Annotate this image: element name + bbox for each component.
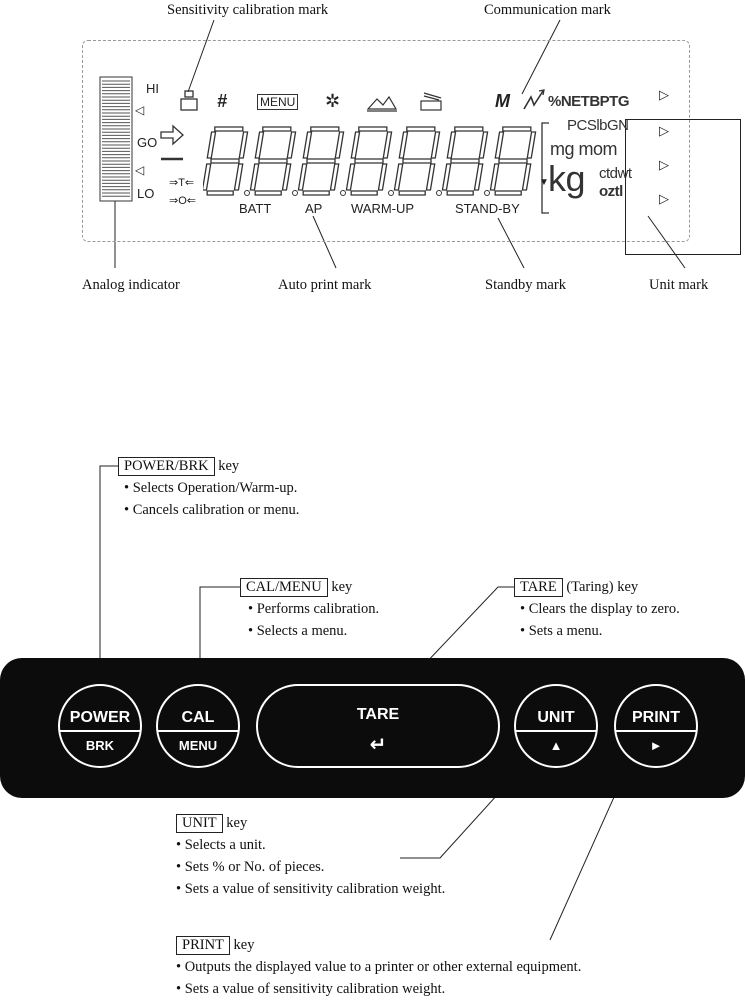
- unit-item-2: Sets % or No. of pieces.: [184, 859, 325, 875]
- communication-icon: [523, 89, 545, 110]
- digit: [345, 126, 393, 196]
- go-arrow-icon: [160, 124, 184, 161]
- digit: [489, 126, 537, 196]
- print-button-label: PRINT: [632, 709, 680, 726]
- power-button[interactable]: POWER BRK: [58, 684, 142, 768]
- digit: [297, 126, 345, 196]
- leader-communication: [521, 19, 561, 95]
- digit: [441, 126, 489, 196]
- unit-key-desc: UNIT key • Selects a unit. • Sets % or N…: [176, 814, 446, 897]
- unit-item-1: Selects a unit.: [184, 837, 266, 853]
- lcd-display: HI ◁ GO ◁ LO ⇒T⇐ ⇒O⇐ # MENU ✲ M BATT AP …: [82, 40, 741, 255]
- print-item-2: Sets a value of sensitivity calibration …: [184, 981, 446, 997]
- tare-key-desc: TARE (Taring) key • Clears the display t…: [514, 576, 680, 642]
- leader-tare: [403, 586, 514, 687]
- bracket-icon: [541, 122, 549, 214]
- cal-key-desc: CAL/MENU key • Performs calibration. • S…: [240, 576, 379, 642]
- unit-ctdwt: ctdwt: [599, 165, 632, 182]
- callout-standby: Standby mark: [485, 277, 566, 293]
- menu-label: MENU: [257, 94, 299, 110]
- unit-row-1: %NETBPTG: [548, 93, 630, 110]
- tare-button-label: TARE: [356, 706, 400, 723]
- leader-unit: [647, 215, 686, 269]
- power-key-name: POWER/BRK: [118, 457, 215, 476]
- menu-button-label: MENU: [178, 738, 218, 753]
- unit-arrow-icon-4: ▷: [659, 191, 669, 206]
- cal-button[interactable]: CAL MENU: [156, 684, 240, 768]
- auto-print-label: AP: [305, 201, 323, 216]
- callout-unit-mark: Unit mark: [649, 277, 709, 293]
- tare-button[interactable]: TARE ↵: [256, 684, 500, 768]
- stable-mark-icon: ▼: [539, 177, 549, 188]
- unit-button[interactable]: UNIT ▲: [514, 684, 598, 768]
- seven-segment-digits: [203, 126, 537, 196]
- unit-row-3: mg mom: [550, 139, 618, 159]
- cal-button-label: CAL: [181, 709, 215, 726]
- leader-sensitivity: [187, 19, 215, 93]
- unit-arrow-icon-2: ▷: [659, 123, 669, 138]
- lo-label: LO: [137, 186, 155, 201]
- print-key-suffix: key: [233, 937, 255, 953]
- cal-key-name: CAL/MENU: [240, 578, 328, 597]
- unit-key-suffix: key: [226, 815, 248, 831]
- tare-key-suffix: (Taring) key: [566, 579, 639, 595]
- leader-auto-print: [312, 215, 337, 269]
- up-arrow-icon: ▲: [549, 738, 563, 753]
- callout-auto-print: Auto print mark: [278, 277, 372, 293]
- right-arrow-icon: ►: [649, 738, 663, 753]
- cal-key-suffix: key: [331, 579, 353, 595]
- cal-item-1: Performs calibration.: [256, 601, 380, 617]
- power-key-suffix: key: [218, 458, 240, 474]
- lo-arrow-icon: ◁: [135, 163, 145, 177]
- hi-label: HI: [146, 81, 159, 96]
- unit-key-name: UNIT: [176, 814, 223, 833]
- tare-key-name: TARE: [514, 578, 563, 597]
- unit-row-2: PCSlbGN: [567, 117, 629, 134]
- hi-arrow-icon: ◁: [135, 103, 145, 117]
- warmup-label: WARM-UP: [351, 201, 415, 216]
- analog-indicator-bar: [99, 76, 133, 202]
- asterisk-icon: ✲: [325, 91, 341, 111]
- digit: [249, 126, 297, 196]
- power-key-desc: POWER/BRK key • Selects Operation/Warm-u…: [118, 455, 299, 521]
- callout-analog: Analog indicator: [82, 277, 180, 293]
- print-item-1: Outputs the displayed value to a printer…: [184, 959, 582, 975]
- unit-ozt: oztl: [599, 183, 623, 200]
- print-button[interactable]: PRINT ►: [614, 684, 698, 768]
- memory-mark: M: [495, 91, 510, 111]
- standby-label: STAND-BY: [455, 201, 520, 216]
- print-key-name: PRINT: [176, 936, 230, 955]
- leader-power: [99, 465, 118, 700]
- animal-weighing-icon: [366, 95, 398, 112]
- key-panel: POWER BRK CAL MENU TARE ↵ UNIT ▲ PRINT ►: [0, 658, 745, 798]
- zero-mark: ⇒O⇐: [169, 195, 196, 207]
- batt-label: BATT: [239, 201, 272, 216]
- unit-button-label: UNIT: [537, 709, 575, 726]
- unit-kg: kg: [548, 158, 586, 199]
- sensitivity-calibration-icon: [180, 90, 198, 111]
- zero-tracking-mark: ⇒T⇐: [169, 177, 195, 189]
- callout-communication: Communication mark: [484, 2, 611, 18]
- digit: [393, 126, 441, 196]
- digit: [203, 126, 249, 196]
- leader-standby: [497, 217, 525, 269]
- callout-sensitivity: Sensitivity calibration mark: [167, 2, 329, 18]
- go-label: GO: [137, 135, 158, 150]
- power-button-label: POWER: [69, 709, 131, 726]
- print-key-desc: PRINT key • Outputs the displayed value …: [176, 936, 582, 997]
- unit-item-3: Sets a value of sensitivity calibration …: [184, 881, 446, 897]
- cal-item-2: Selects a menu.: [256, 623, 348, 639]
- power-item-1: Selects Operation/Warm-up.: [132, 480, 298, 496]
- printer-icon: [420, 92, 442, 111]
- power-item-2: Cancels calibration or menu.: [132, 502, 300, 518]
- tare-item-1: Clears the display to zero.: [528, 601, 680, 617]
- unit-arrow-icon-3: ▷: [659, 157, 669, 172]
- tare-item-2: Sets a menu.: [528, 623, 603, 639]
- brk-button-label: BRK: [85, 738, 115, 753]
- unit-arrow-icon-1: ▷: [659, 87, 669, 102]
- hash-icon: #: [217, 91, 228, 111]
- enter-icon: ↵: [369, 734, 387, 756]
- unit-box: [625, 119, 741, 255]
